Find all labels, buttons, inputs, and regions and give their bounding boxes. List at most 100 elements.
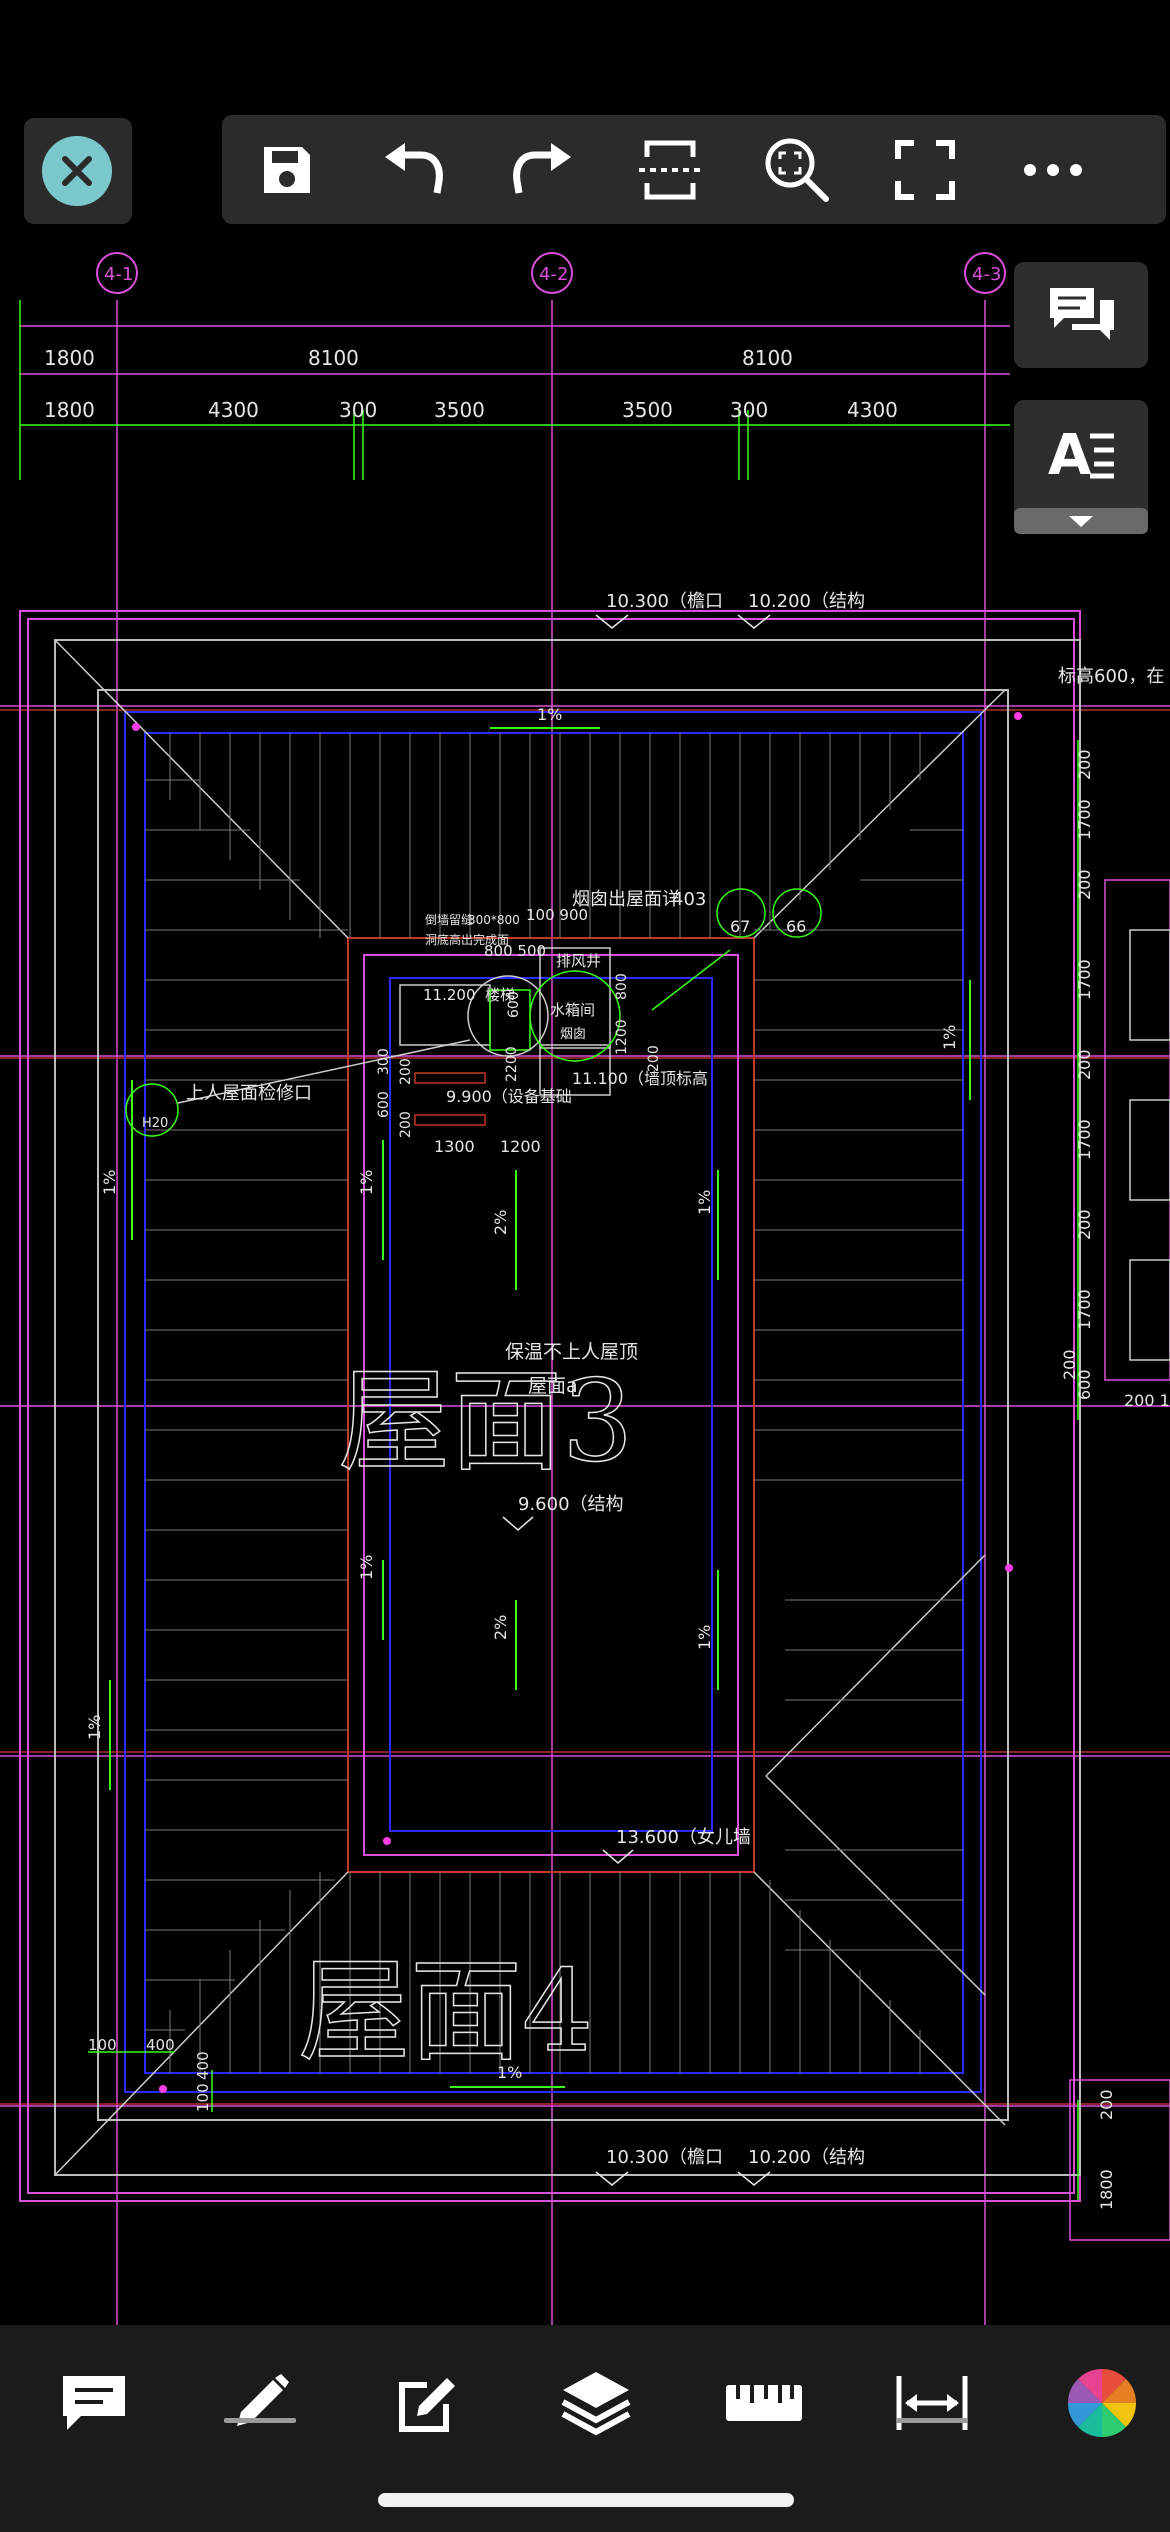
label-exhaust: 排风井 bbox=[556, 952, 601, 970]
save-icon bbox=[264, 146, 310, 193]
undo-icon bbox=[385, 142, 443, 194]
bottom-left-dims: 100 400 100 400 bbox=[88, 2036, 212, 2112]
home-indicator[interactable] bbox=[378, 2493, 794, 2507]
label-maintenance: 上人屋面检修口 bbox=[186, 1083, 312, 1104]
color-wheel-icon bbox=[1068, 2369, 1136, 2437]
ruler-icon bbox=[726, 2385, 802, 2421]
more-button[interactable] bbox=[998, 115, 1108, 224]
color-tool-button[interactable] bbox=[1042, 2348, 1162, 2458]
rd-200-1: 200 1 bbox=[1124, 1391, 1170, 1410]
rd-200d: 200 bbox=[1075, 1209, 1094, 1240]
label-roof-a: 屋面a bbox=[528, 1375, 578, 1397]
text-style-button[interactable]: A bbox=[1014, 400, 1148, 534]
roof-name-4: 屋面4 bbox=[298, 1947, 593, 2077]
label-100v: 100 bbox=[194, 2083, 212, 2112]
label-right-note: 标高600，在 bbox=[1058, 666, 1164, 687]
roof-name-3: 屋面3 bbox=[338, 1357, 633, 1487]
dimension-text-row1: 1800 8100 8100 bbox=[44, 346, 793, 370]
close-icon bbox=[62, 156, 92, 186]
redo-button[interactable] bbox=[487, 115, 597, 224]
ruler-tool-button[interactable] bbox=[704, 2348, 824, 2458]
measure-icon bbox=[896, 2376, 968, 2430]
right-side-dims: 200 1700 200 1700 200 1700 200 1700 600 … bbox=[1060, 749, 1170, 2210]
rd-600: 600 bbox=[1075, 1369, 1094, 1400]
roof-outlines bbox=[19, 610, 1081, 2202]
pencil-active-indicator bbox=[224, 2418, 296, 2423]
slope-inner-right: 1% bbox=[695, 1190, 714, 1215]
zoom-fit-icon bbox=[765, 138, 829, 202]
rd-1700: 1700 bbox=[1075, 799, 1094, 840]
crop-button[interactable] bbox=[615, 115, 725, 224]
axis-bubbles bbox=[96, 252, 1006, 294]
edit-tool-button[interactable] bbox=[368, 2348, 488, 2458]
rd-1800-bottom: 1800 bbox=[1097, 2169, 1116, 2210]
dim-4300-a: 4300 bbox=[208, 398, 259, 422]
roof-hatch-top bbox=[169, 733, 921, 938]
dim-300-a: 300 bbox=[339, 398, 377, 422]
edit-icon bbox=[399, 2378, 455, 2432]
label-dim-800-500: 800 500 bbox=[484, 942, 546, 960]
undo-button[interactable] bbox=[359, 115, 469, 224]
equipment-area bbox=[125, 888, 822, 1137]
fullscreen-button[interactable] bbox=[870, 115, 980, 224]
redo-icon bbox=[513, 142, 571, 194]
pencil-icon bbox=[237, 2374, 289, 2426]
label-400v: 400 bbox=[194, 2051, 212, 2080]
slope-far-left: 1% bbox=[85, 1715, 104, 1740]
label-circle-67: 67 bbox=[730, 917, 750, 936]
equipment-labels: 烟囱出屋面详 403 67 66 倒墙留缝 300*800 洞底高出完成面 10… bbox=[142, 889, 806, 1397]
label-parapet: 13.600（女儿墙 bbox=[616, 1827, 751, 1848]
axis-label-4-2: 4-2 bbox=[539, 264, 568, 285]
label-circle-66: 66 bbox=[786, 917, 806, 936]
slope-right: 1% bbox=[940, 1025, 959, 1050]
label-equipment: 9.900（设备基础 bbox=[446, 1087, 572, 1106]
slope-center-lower: 2% bbox=[491, 1615, 510, 1640]
slope-left: 1% bbox=[100, 1170, 119, 1195]
dim-1800-top: 1800 bbox=[44, 346, 95, 370]
rd-1700d: 1700 bbox=[1075, 1289, 1094, 1330]
layers-tool-button[interactable] bbox=[536, 2348, 656, 2458]
rd-200: 200 bbox=[1075, 749, 1094, 780]
label-note-a2: 300*800 bbox=[468, 913, 520, 927]
close-button[interactable] bbox=[42, 136, 112, 206]
comment-tool-button[interactable] bbox=[34, 2348, 154, 2458]
comments-button[interactable] bbox=[1014, 262, 1148, 368]
measure-tool-button[interactable] bbox=[872, 2348, 992, 2458]
hip-lines bbox=[54, 639, 1006, 2176]
svg-text:A: A bbox=[1048, 424, 1092, 482]
dim-8100-left: 8100 bbox=[308, 346, 359, 370]
label-bottom-struct: 10.200（结构 bbox=[748, 2147, 865, 2168]
roof-hatch-left bbox=[145, 779, 348, 2031]
dim-1800: 1800 bbox=[44, 398, 95, 422]
elevation-labels: 10.300（檐口 10.200（结构 标高600，在 10.300（檐口 10… bbox=[518, 591, 1164, 2168]
label-100: 100 bbox=[88, 2036, 117, 2054]
slope-center: 2% bbox=[491, 1210, 510, 1235]
label-2200v: 2200 bbox=[504, 1046, 520, 1082]
axis-lines bbox=[0, 300, 1170, 2325]
layers-icon bbox=[561, 2372, 631, 2436]
dimension-lines bbox=[19, 300, 1010, 480]
label-200v-c: 200 bbox=[646, 1045, 662, 1072]
save-button[interactable] bbox=[232, 115, 342, 224]
expand-handle-icon[interactable] bbox=[1014, 508, 1148, 534]
slope-labels: 1% 1% 1% 1% 1% 2% 2% 1% 1% 1% 1% bbox=[85, 705, 959, 2082]
rd-200b: 200 bbox=[1075, 869, 1094, 900]
cad-points bbox=[132, 712, 1022, 2093]
axis-label-4-1: 4-1 bbox=[104, 264, 133, 285]
dim-8100-right: 8100 bbox=[742, 346, 793, 370]
dimension-text-row2: 1800 4300 300 3500 3500 300 4300 bbox=[44, 398, 898, 422]
rd-200-bottom: 200 bbox=[1097, 2089, 1116, 2120]
label-water-room: 水箱间 bbox=[550, 1001, 595, 1019]
close-button-wrap[interactable] bbox=[24, 118, 132, 224]
zoom-fit-button[interactable] bbox=[742, 115, 852, 224]
label-stair: 楼梯 bbox=[485, 986, 515, 1004]
label-top-struct: 10.200（结构 bbox=[748, 591, 865, 612]
label-800v: 800 bbox=[614, 973, 630, 1000]
axis-label-4-3: 4-3 bbox=[972, 264, 1001, 285]
pencil-tool-button[interactable] bbox=[200, 2348, 320, 2458]
slope-top: 1% bbox=[537, 705, 562, 724]
dim-300-b: 300 bbox=[730, 398, 768, 422]
dim-3500-a: 3500 bbox=[434, 398, 485, 422]
dim-3500-b: 3500 bbox=[622, 398, 673, 422]
